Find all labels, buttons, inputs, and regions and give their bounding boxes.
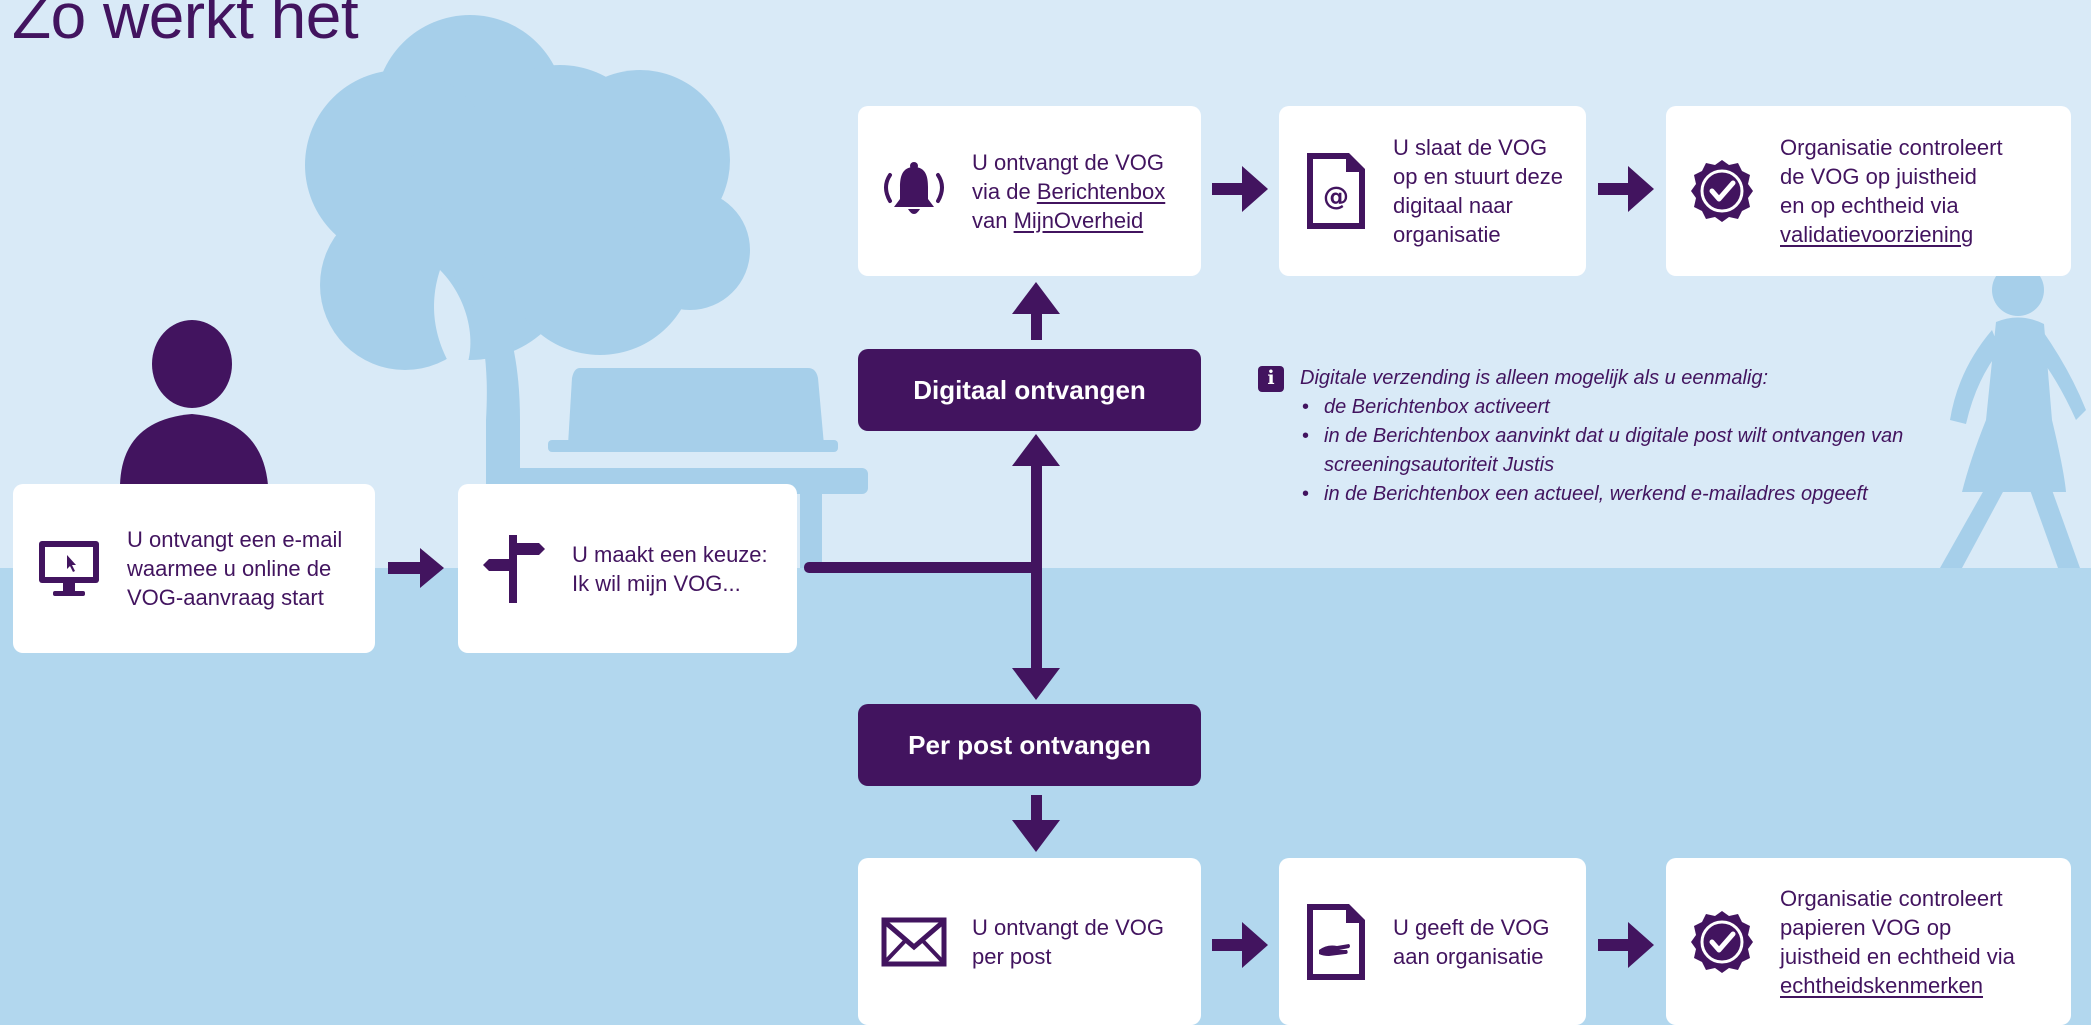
text-line: VOG-aanvraag start (127, 585, 324, 610)
computer-mouse-icon (35, 529, 103, 609)
text-line: via de Berichtenbox (972, 177, 1165, 206)
notification-bell-icon (880, 151, 948, 231)
step-post-receive-card: U ontvangt de VOG per post (858, 858, 1201, 1025)
text-line: Organisatie controleert (1780, 135, 2003, 160)
step-post-check-text: Organisatie controleert papieren VOG op … (1780, 884, 2015, 1000)
option-post-button[interactable]: Per post ontvangen (858, 704, 1201, 786)
step-post-check-card: Organisatie controleert papieren VOG op … (1666, 858, 2071, 1025)
email-document-icon: @ (1301, 151, 1369, 231)
step-choice-text: U maakt een keuze: Ik wil mijn VOG... (572, 540, 768, 598)
list-item: in de Berichtenbox aanvinkt dat u digita… (1300, 422, 1903, 451)
text-line: van MijnOverheid (972, 206, 1165, 235)
text-fragment: via de (972, 178, 1037, 204)
text-line: per post (972, 943, 1052, 969)
step-post-give-text: U geeft de VOG aan organisatie (1393, 913, 1550, 971)
signpost-icon (480, 529, 548, 609)
verified-badge-icon (1688, 902, 1756, 982)
step-digital-save-card: @ U slaat de VOG op en stuurt deze digit… (1279, 106, 1586, 276)
step-email-text: U ontvangt een e-mail waarmee u online d… (127, 525, 342, 612)
step-digital-check-card: Organisatie controleert de VOG op juisth… (1666, 106, 2071, 276)
validatievoorziening-link[interactable]: validatievoorziening (1780, 222, 1974, 247)
text-line: U slaat de VOG (1393, 135, 1548, 160)
option-digital-button[interactable]: Digitaal ontvangen (858, 349, 1201, 431)
page-title: Zo werkt het (12, 0, 359, 52)
text-fragment: van (972, 207, 1014, 233)
svg-text:@: @ (1323, 182, 1349, 212)
step-digital-check-text: Organisatie controleert de VOG op juisth… (1780, 133, 2003, 249)
text-line: organisatie (1393, 222, 1501, 247)
info-icon: i (1258, 365, 1284, 392)
step-digital-receive-card: U ontvangt de VOG via de Berichtenbox va… (858, 106, 1201, 276)
info-list: de Berichtenbox activeert in de Berichte… (1258, 393, 1903, 509)
list-item: in de Berichtenbox een actueel, werkend … (1300, 480, 1903, 509)
list-item: de Berichtenbox activeert (1300, 393, 1903, 422)
list-item-continuation: screeningsautoriteit Justis (1324, 454, 1555, 476)
text-line: waarmee u online de (127, 556, 332, 581)
text-line: de VOG op juistheid (1780, 164, 1977, 189)
text-line: U ontvangt de VOG (972, 149, 1164, 175)
verified-badge-icon (1688, 151, 1756, 231)
step-email-card: U ontvangt een e-mail waarmee u online d… (13, 484, 375, 653)
envelope-icon (880, 902, 948, 982)
text-line: digitaal naar (1393, 193, 1513, 218)
step-choice-card: U maakt een keuze: Ik wil mijn VOG... (458, 484, 797, 653)
berichtenbox-link[interactable]: Berichtenbox (1036, 178, 1166, 204)
step-post-receive-text: U ontvangt de VOG per post (972, 913, 1164, 971)
echtheidskenmerken-link[interactable]: echtheidskenmerken (1780, 972, 1984, 998)
text-line: U maakt een keuze: (572, 541, 768, 567)
text-line: papieren VOG op (1780, 914, 1952, 940)
info-heading: i Digitale verzending is alleen mogelijk… (1258, 364, 1903, 393)
info-note: i Digitale verzending is alleen mogelijk… (1258, 364, 1903, 509)
text-line: juistheid en echtheid via (1780, 943, 2015, 969)
text-line: Organisatie controleert (1780, 885, 2003, 911)
text-line: op en stuurt deze (1393, 164, 1564, 189)
hand-document-icon (1301, 902, 1369, 982)
step-post-give-card: U geeft de VOG aan organisatie (1279, 858, 1586, 1025)
text-line: U geeft de VOG (1393, 914, 1550, 940)
text-line: U ontvangt een e-mail (127, 527, 343, 552)
text-line: U ontvangt de VOG (972, 914, 1164, 940)
info-intro: Digitale verzending is alleen mogelijk a… (1300, 367, 1769, 389)
text-line: aan organisatie (1393, 943, 1544, 969)
text-line: Ik wil mijn VOG... (572, 570, 741, 596)
text-line: en op echtheid via (1780, 193, 1959, 218)
mijnoverheid-link[interactable]: MijnOverheid (1013, 207, 1144, 233)
step-digital-receive-text: U ontvangt de VOG via de Berichtenbox va… (972, 148, 1165, 235)
step-digital-save-text: U slaat de VOG op en stuurt deze digitaa… (1393, 133, 1563, 249)
